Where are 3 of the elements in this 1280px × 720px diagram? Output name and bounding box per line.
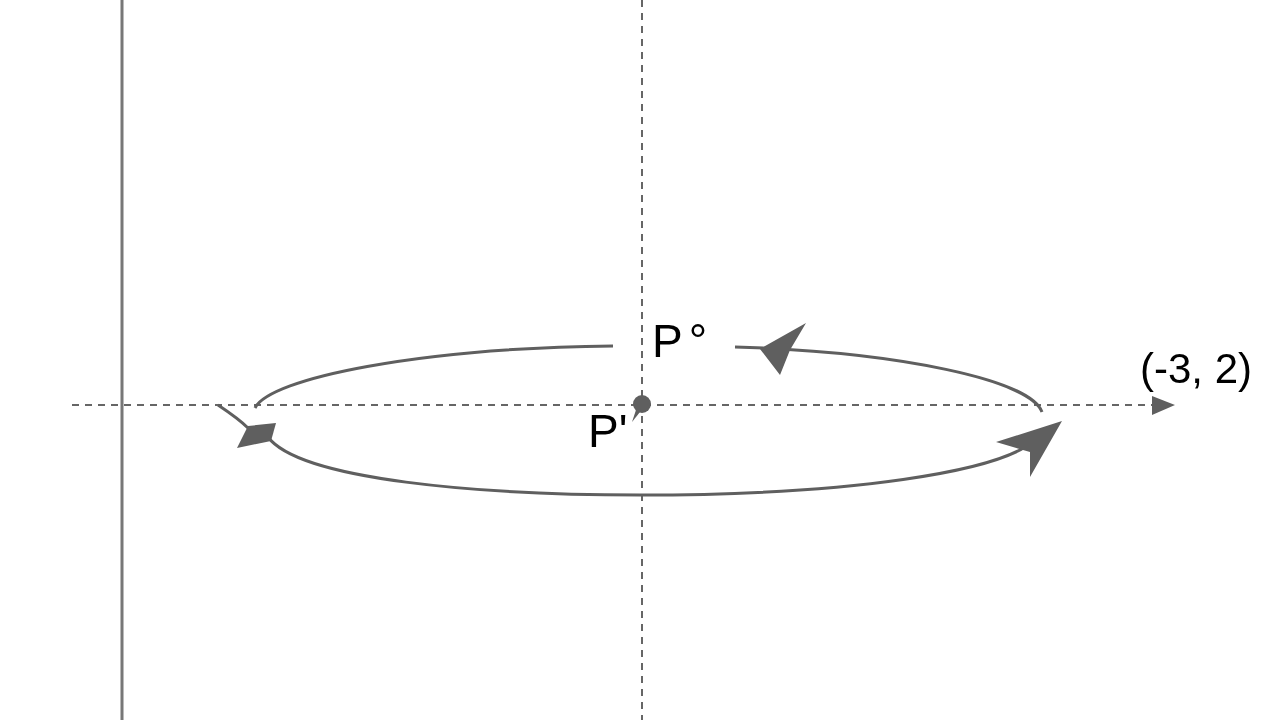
point-label: P°	[652, 318, 714, 364]
point-label: P'	[588, 408, 628, 454]
point-label: (-3, 2)	[1140, 348, 1252, 390]
